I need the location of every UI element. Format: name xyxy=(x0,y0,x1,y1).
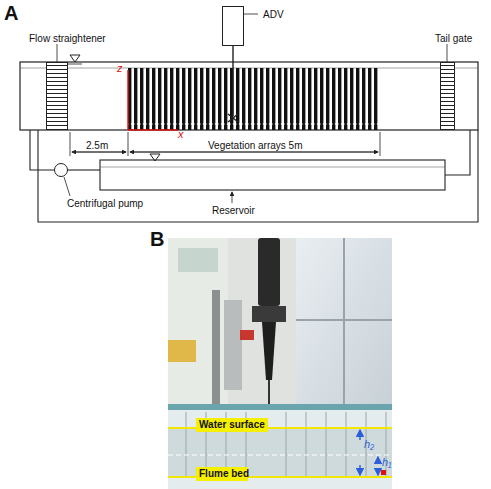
part-label: Reservoir xyxy=(212,205,255,216)
node-text: ADV xyxy=(263,9,284,20)
axis-label: z xyxy=(117,62,123,74)
pump-circle: Centrifugal pump xyxy=(54,163,68,177)
node-text: Centrifugal pump xyxy=(67,198,143,209)
node-text: Flume bed xyxy=(199,468,249,479)
depth-label: h₂ xyxy=(364,438,374,450)
axis-label: x xyxy=(178,128,184,140)
dimension: 2.5m xyxy=(86,140,108,151)
bed-label-box: Flume bed xyxy=(196,467,248,481)
node-text: Tail gate xyxy=(435,33,472,44)
panel-letter: B xyxy=(150,228,164,250)
depth-label: h₁ xyxy=(382,456,392,468)
tail-gate: Tail gate xyxy=(440,62,455,130)
dimension: Vegetation arrays 5m xyxy=(208,140,303,151)
panel-letter: A xyxy=(4,2,18,24)
surface-label-box: Water surface xyxy=(196,418,268,432)
node-text: Water surface xyxy=(199,419,265,430)
adv-probe-box: ADV xyxy=(222,6,244,46)
flow-straightener: Flow straightener xyxy=(46,62,68,130)
node-text: Flow straightener xyxy=(29,33,106,44)
